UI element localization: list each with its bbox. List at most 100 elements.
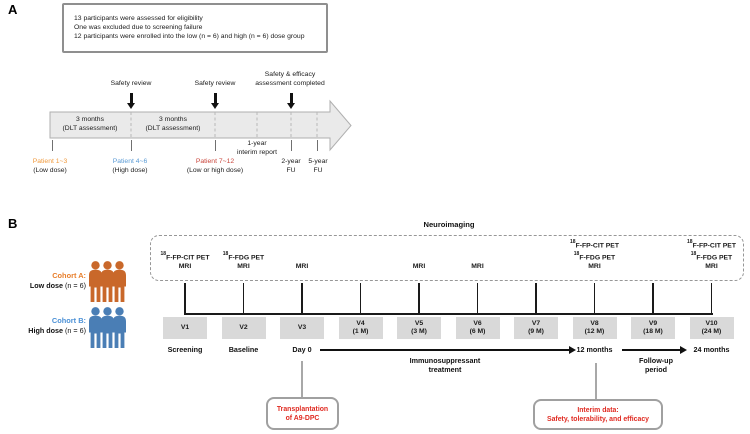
safety-review-label: Safety review <box>76 80 186 89</box>
person-icon <box>113 261 126 302</box>
eligibility-line: 12 participants were enrolled into the l… <box>74 33 305 40</box>
visit-id: V6 <box>473 319 482 327</box>
imaging-column: 18F-FP-CIT PET MRI <box>140 242 230 271</box>
person-icon <box>113 307 126 348</box>
visit-box: V9(18 M) <box>631 317 675 339</box>
imaging-modality-label: MRI <box>471 263 484 270</box>
panel-a-label: A <box>8 2 18 17</box>
safety-review-line: Safety review <box>110 79 152 87</box>
visit-stage-label: 24 months <box>693 345 730 354</box>
cohort-a-label: Cohort A: <box>52 271 86 280</box>
visit-stage-label: 12 months <box>576 345 613 354</box>
treatment-arrow-head <box>569 345 576 354</box>
visit-tick <box>242 283 245 314</box>
interim-connector <box>595 363 597 400</box>
dlt-segment-label: 3 months(DLT assessment) <box>35 116 145 133</box>
visit-tick <box>535 283 537 314</box>
imaging-modality-label: MRI <box>412 263 426 270</box>
tick-mark <box>290 140 292 151</box>
milestone-label: Patient 1~3(Low dose) <box>2 158 98 175</box>
eligibility-line: One was excluded due to screening failur… <box>74 24 203 31</box>
imaging-modality-label: 18F-FDG PET <box>690 250 733 261</box>
down-arrow-icon <box>286 93 296 109</box>
visit-box: V7(9 M) <box>514 317 558 339</box>
visit-month: (1 M) <box>352 328 369 335</box>
visit-box: V5(3 M) <box>397 317 441 339</box>
imaging-modality-label: MRI <box>178 263 192 270</box>
visit-tick <box>184 283 186 314</box>
imaging-modality-label: MRI <box>588 263 601 270</box>
timeline-arrow <box>49 99 352 152</box>
followup-arrow-head <box>680 345 687 354</box>
panel-b-label: B <box>8 216 18 231</box>
imaging-modality-label: 18F-FP-CIT PET <box>160 250 210 261</box>
treatment-arrow-line <box>320 349 570 352</box>
cohort-b-label: Cohort B: <box>51 316 86 325</box>
visit-month: (3 M) <box>411 328 427 335</box>
milestone-line-1: Patient 1~3 <box>32 158 68 165</box>
neuroimaging-box <box>150 235 744 281</box>
milestone-line-2: FU <box>313 166 323 174</box>
dlt-segment-line: (DLT assessment) <box>145 124 201 132</box>
tick-mark <box>130 140 132 151</box>
visit-box: V10(24 M) <box>689 317 734 339</box>
visit-box: V1 <box>163 317 207 339</box>
imaging-modality-label: 18F-FDG PET <box>573 250 616 261</box>
down-arrow-icon <box>210 93 220 109</box>
milestone-line-1: 5-year <box>308 158 328 165</box>
visit-box: V6(6 M) <box>455 317 500 339</box>
visit-tick <box>418 283 420 314</box>
visit-box: V3 <box>280 317 324 339</box>
person-icon <box>89 307 102 348</box>
visit-timeline-line <box>184 313 713 315</box>
neuroimaging-title: Neuroimaging <box>423 220 475 229</box>
person-icon <box>101 261 114 302</box>
milestone-line-2: (Low dose) <box>33 166 67 174</box>
tick-mark <box>214 140 216 151</box>
visit-tick <box>359 283 362 314</box>
followup-phase-label: Follow-up period <box>639 356 673 374</box>
imaging-modality-label: MRI <box>237 263 250 270</box>
safety-review-line: Safety review <box>194 79 236 87</box>
imaging-modality-label: 18F-FP-CIT PET <box>687 239 736 250</box>
followup-arrow-line <box>622 349 681 352</box>
visit-month: (6 M) <box>469 328 486 335</box>
visit-box: V8(12 M) <box>572 317 617 339</box>
visit-tick <box>652 283 654 314</box>
visit-box: V4(1 M) <box>338 317 383 339</box>
visit-id: V9 <box>648 319 658 327</box>
tick-mark <box>51 140 53 151</box>
visit-box: V2 <box>221 317 266 339</box>
imaging-column: MRI <box>374 242 464 271</box>
visit-id: V5 <box>414 319 424 327</box>
visit-id: V7 <box>531 319 541 327</box>
milestone-line-1: 2-year <box>281 158 301 165</box>
imaging-column: MRI <box>433 242 523 271</box>
visit-stage-label: Day 0 <box>292 345 312 354</box>
safety-review-line: Safety & efficacy <box>264 71 316 78</box>
milestone-line-1: Patient 7~12 <box>195 158 235 165</box>
eligibility-box: 13 participants were assessed for eligib… <box>62 3 328 53</box>
transplant-callout: Transplantation of A9-DPC <box>266 397 339 430</box>
imaging-column: MRI <box>257 242 347 271</box>
visit-month: (12 M) <box>584 328 605 335</box>
visit-id: V10 <box>705 319 718 327</box>
treatment-phase-label: Immunosuppressant treatment <box>409 356 481 374</box>
interim-report-label: 1-year interim report <box>236 140 278 156</box>
transplant-connector <box>301 361 303 398</box>
imaging-modality-label: MRI <box>295 263 309 270</box>
visit-month: (18 M) <box>643 328 663 335</box>
visit-tick <box>301 283 303 314</box>
visit-month: (24 M) <box>701 328 722 335</box>
cohort-a-dose: Low dose (n = 6) <box>29 281 86 290</box>
tick-mark <box>316 140 318 151</box>
dlt-segment-line: 3 months <box>76 116 104 123</box>
visit-id: V3 <box>297 323 307 331</box>
dlt-segment-line: (DLT assessment) <box>62 124 118 132</box>
